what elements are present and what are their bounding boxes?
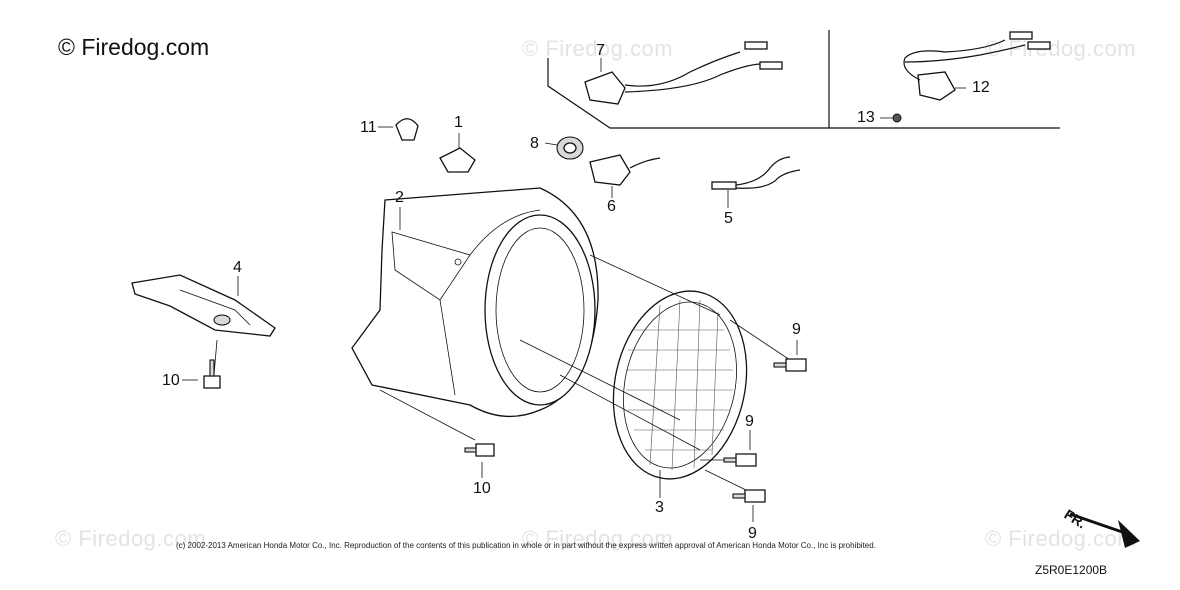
- callout-3: 3: [655, 499, 664, 516]
- callout-9: 9: [748, 525, 757, 542]
- callout-12: 12: [972, 79, 990, 96]
- watermark: © Firedog.com: [55, 526, 207, 551]
- callout-9: 9: [792, 321, 801, 338]
- fan-cover-part: [351, 187, 599, 418]
- inset-switch-12: [880, 31, 1051, 123]
- inset-frame: [547, 30, 1060, 129]
- flange-bolts: [203, 358, 807, 503]
- callout-4: 4: [233, 259, 242, 276]
- wire-part: [711, 156, 801, 190]
- small-parts: [395, 118, 584, 173]
- drawing-code: Z5R0E1200B: [1035, 563, 1108, 577]
- callout-10: 10: [162, 372, 180, 389]
- watermark: © Firedog.com: [522, 526, 674, 551]
- watermark: © Firedog.com: [985, 526, 1137, 551]
- callout-8: 8: [530, 135, 539, 152]
- screen-grid-part: [612, 290, 748, 480]
- inset-switch-7: [584, 41, 783, 105]
- callout-13: 13: [857, 109, 875, 126]
- callout-leaders: [182, 58, 798, 522]
- leader-lines: [213, 254, 791, 493]
- copyright-notice: (c) 2002-2013 American Honda Motor Co., …: [176, 541, 876, 550]
- guide-plate-part: [131, 274, 276, 337]
- callout-7: 7: [596, 42, 605, 59]
- callout-2: 2: [395, 189, 404, 206]
- switch-part: [589, 154, 661, 186]
- callout-1: 1: [454, 114, 463, 131]
- watermark: © Firedog.com: [522, 36, 674, 61]
- callout-11: 11: [360, 119, 377, 136]
- front-direction-arrow: [1069, 512, 1140, 548]
- callout-10: 10: [473, 480, 491, 497]
- callout-6: 6: [607, 198, 616, 215]
- callout-9: 9: [745, 413, 754, 430]
- copyright-label: © Firedog.com: [58, 34, 210, 60]
- callout-5: 5: [724, 210, 733, 227]
